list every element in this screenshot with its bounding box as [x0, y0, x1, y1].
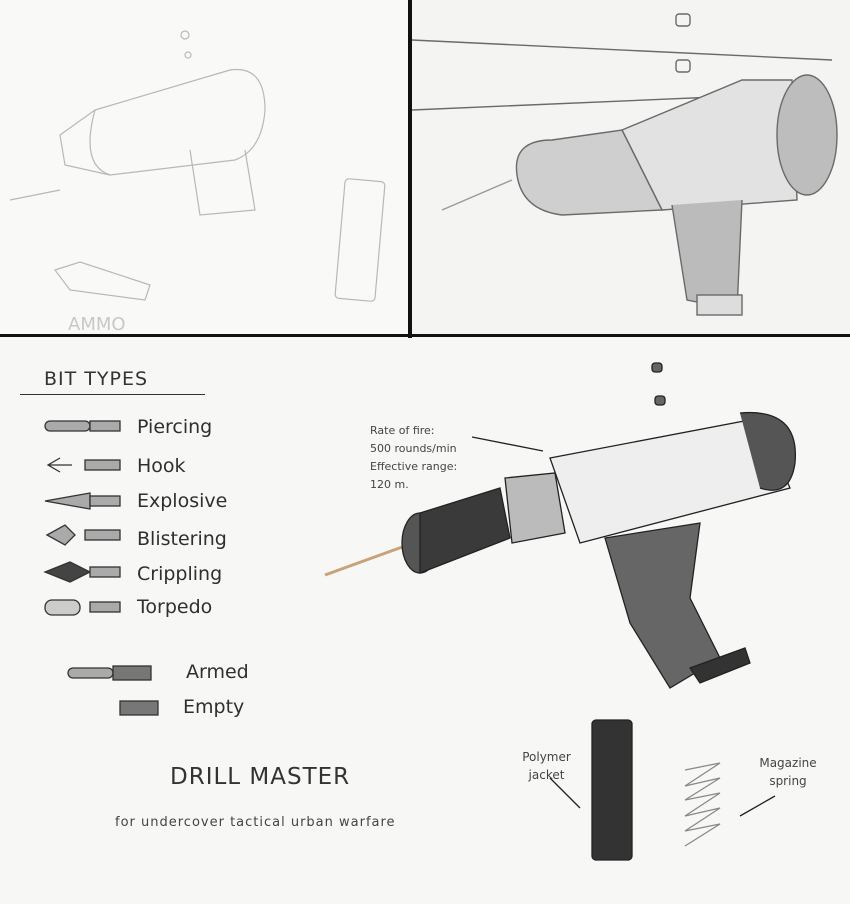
bit-label-blistering: Blistering: [137, 528, 227, 550]
crippling-bit-icon: [43, 561, 121, 583]
panel-divider: [408, 0, 412, 338]
title-underline: [20, 394, 205, 395]
spec-range-label: Effective range:: [370, 460, 458, 473]
polymer-jacket-label: Polymer jacket: [522, 750, 571, 782]
bit-icons: [43, 362, 797, 861]
spec-rate-label: Rate of fire:: [370, 424, 435, 437]
ammo-label: AMMO: [68, 314, 126, 334]
bit-label-piercing: Piercing: [137, 416, 213, 438]
panel-divider: [0, 334, 850, 337]
rough-sketch-panel: AMMO: [0, 0, 408, 334]
torpedo-bit-icon: [44, 599, 121, 616]
state-label-empty: Empty: [183, 696, 245, 718]
rough-drill-sketch: AMMO: [9, 30, 386, 334]
spec-rate-value: 500 rounds/min: [370, 442, 457, 455]
bit-label-crippling: Crippling: [137, 563, 223, 585]
bit-label-torpedo: Torpedo: [137, 596, 213, 618]
armed-bit-icon: [67, 665, 152, 681]
state-label-armed: Armed: [186, 661, 249, 683]
product-title: DRILL MASTER: [170, 764, 351, 790]
empty-bit-icon: [119, 700, 159, 716]
product-subtitle: for undercover tactical urban warfare: [115, 815, 396, 830]
drill-gun-illustration: [324, 362, 797, 861]
piercing-bit-icon: [44, 420, 121, 432]
magazine-spring-label: Magazine spring: [759, 756, 817, 788]
final-render-panel: BIT TYPES Piercing: [0, 338, 850, 904]
explosive-bit-icon: [44, 492, 121, 510]
blistering-bit-icon: [45, 524, 121, 546]
bit-label-explosive: Explosive: [137, 490, 228, 512]
bit-label-hook: Hook: [137, 455, 186, 477]
spec-range-value: 120 m.: [370, 478, 409, 491]
refined-drill-sketch: [412, 13, 838, 316]
refined-sketch-panel: [412, 0, 850, 334]
bit-types-title: BIT TYPES: [44, 368, 149, 390]
specs-annotation: Rate of fire: 500 rounds/min Effective r…: [370, 422, 457, 494]
hook-bit-icon: [46, 457, 121, 473]
